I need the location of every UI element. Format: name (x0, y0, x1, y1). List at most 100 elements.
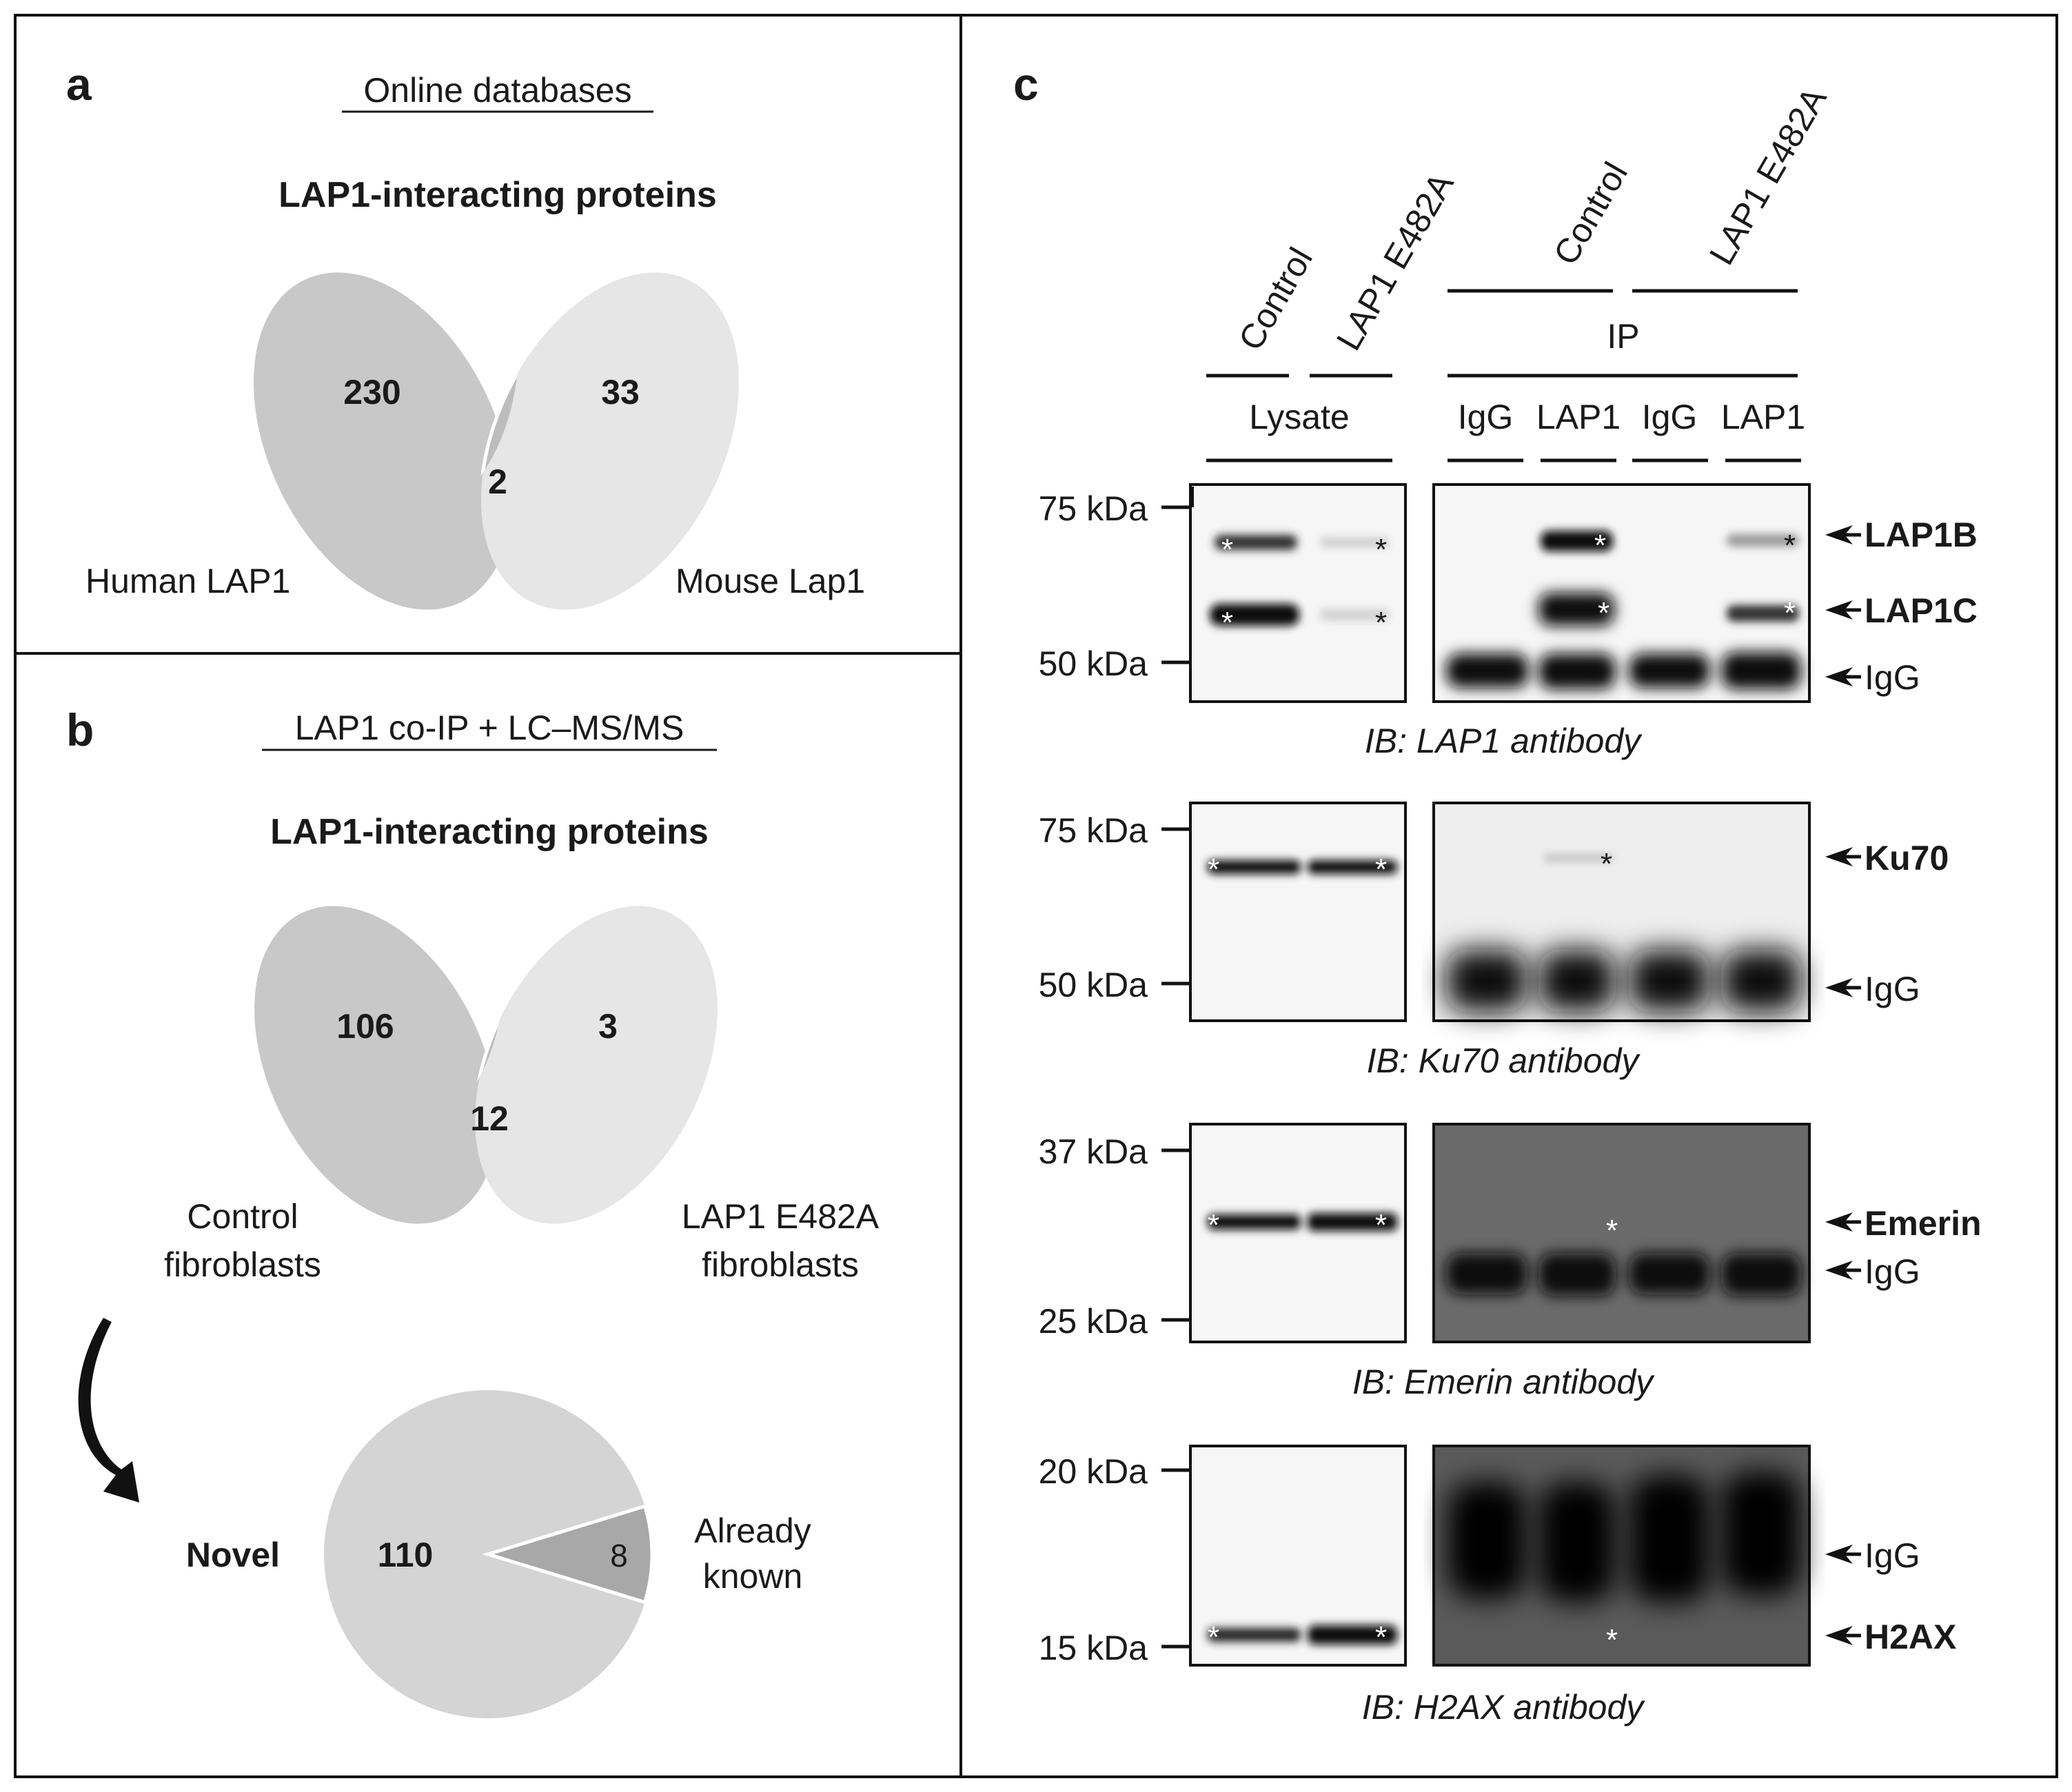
band (1538, 950, 1616, 1012)
group-label-mutant-lysate: LAP1 E482A (1329, 166, 1461, 357)
band-asterisk: * (1375, 853, 1387, 886)
band (1446, 1253, 1527, 1294)
pie-known-slice (482, 1504, 654, 1605)
panel-a-heading: Online databases (363, 71, 631, 110)
blot-caption: IB: H2AX antibody (1362, 1688, 1646, 1727)
venn-b-left-label-2: fibroblasts (164, 1245, 321, 1284)
blot-h2ax: 20 kDa 15 kDa * * * IgG H2AX IB: H2AX an… (1039, 1445, 1956, 1727)
venn-diagram-a: 230 33 2 (253, 270, 740, 610)
panel-c: c Control LAP1 E482A Control LAP1 E482A … (1013, 59, 1982, 1727)
band (1629, 653, 1710, 688)
group-label-control-lysate: Control (1231, 241, 1320, 357)
band (1320, 538, 1389, 547)
band (1727, 534, 1799, 547)
band-asterisk: * (1606, 1214, 1618, 1248)
marker-75-kda: 75 kDa (1039, 811, 1148, 850)
panel-b-title: LAP1-interacting proteins (270, 812, 709, 852)
marker-50-kda: 50 kDa (1039, 644, 1148, 683)
band (1727, 605, 1799, 622)
band-asterisk: * (1375, 1208, 1387, 1242)
band (1629, 950, 1710, 1012)
band (1541, 531, 1613, 551)
band-label-ku70: Ku70 (1865, 839, 1949, 877)
panel-a: a Online databases LAP1-interacting prot… (66, 59, 865, 610)
band-asterisk: * (1784, 529, 1796, 562)
ip-blot-frame (1432, 1123, 1811, 1343)
band (1320, 609, 1389, 620)
lysate-blot-frame (1189, 483, 1407, 703)
pie-novel-value: 110 (378, 1536, 434, 1574)
panel-c-letter: c (1013, 59, 1039, 110)
marker-37-kda: 37 kDa (1039, 1132, 1148, 1171)
band (1308, 1625, 1397, 1645)
venn-a-right-count: 33 (601, 373, 640, 411)
blot-lap1: 75 kDa 50 kDa * * * * (1039, 483, 1978, 760)
blot-caption: IB: Emerin antibody (1352, 1363, 1655, 1401)
blot-emerin: 37 kDa 25 kDa * * * Emerin IgG IB: Emeri… (1039, 1123, 1982, 1401)
band (1629, 1475, 1710, 1602)
venn-b-right-label-1: LAP1 E482A (682, 1197, 880, 1236)
venn-b-left-label-1: Control (187, 1197, 298, 1236)
lane-label-lap1-1: LAP1 (1536, 398, 1621, 436)
band (1544, 855, 1613, 862)
panel-a-title: LAP1-interacting proteins (278, 175, 717, 215)
band-asterisk: * (1221, 533, 1233, 567)
panel-b-heading: LAP1 co-IP + LC–MS/MS (295, 709, 684, 747)
band (1446, 950, 1527, 1012)
lane-label-igg-2: IgG (1642, 398, 1698, 436)
figure-border (14, 14, 2058, 1778)
group-label-mutant-ip: LAP1 E482A (1702, 81, 1834, 272)
band-asterisk: * (1221, 606, 1233, 640)
band-label-igg: IgG (1865, 1252, 1920, 1291)
band (1721, 950, 1801, 1012)
lysate-label: Lysate (1249, 398, 1349, 436)
panel-b: b LAP1 co-IP + LC–MS/MS LAP1-interacting… (66, 704, 880, 1718)
band-label-h2ax: H2AX (1865, 1618, 1956, 1656)
band-asterisk: * (1598, 596, 1609, 630)
pie-known-label-1: Already (694, 1511, 811, 1550)
venn-a-left-count: 230 (343, 373, 400, 411)
venn-b-overlap-count: 12 (470, 1099, 509, 1138)
curved-arrow-icon (78, 1318, 139, 1503)
band-asterisk: * (1601, 847, 1612, 881)
band-asterisk: * (1375, 1620, 1387, 1654)
marker-20-kda: 20 kDa (1039, 1452, 1148, 1491)
lysate-blot-frame (1189, 802, 1407, 1022)
band (1448, 1482, 1527, 1599)
venn-b-left-set (254, 906, 497, 1224)
band-asterisk: * (1375, 606, 1387, 640)
band-label-emerin: Emerin (1865, 1204, 1982, 1243)
lane-label-igg-1: IgG (1458, 398, 1514, 436)
band (1210, 604, 1299, 626)
band-label-igg: IgG (1865, 970, 1920, 1008)
band-asterisk: * (1594, 529, 1606, 562)
band (1538, 1482, 1616, 1602)
venn-a-right-set (480, 272, 740, 610)
band (1208, 1214, 1301, 1230)
venn-diagram-b: 106 3 12 (254, 904, 718, 1224)
band-label-lap1b: LAP1B (1865, 516, 1978, 554)
band-asterisk: * (1208, 1208, 1219, 1242)
blot-caption: IB: Ku70 antibody (1367, 1041, 1641, 1080)
blot-caption: IB: LAP1 antibody (1365, 722, 1643, 760)
venn-a-overlap-outline (479, 270, 520, 521)
band (1721, 1472, 1801, 1596)
band (1538, 593, 1614, 626)
band (1538, 653, 1616, 689)
venn-b-right-set (475, 906, 718, 1224)
panel-b-letter: b (66, 704, 94, 755)
band (1215, 535, 1297, 550)
lysate-blot-frame (1189, 1123, 1407, 1343)
band-asterisk: * (1375, 533, 1387, 567)
band-label-igg: IgG (1865, 658, 1920, 697)
pie-known-label-2: known (703, 1557, 803, 1596)
band (1538, 1253, 1616, 1296)
lane-label-lap1-2: LAP1 (1721, 398, 1805, 436)
pie-chart: 110 8 (324, 1390, 654, 1718)
group-label-control-ip: Control (1546, 156, 1635, 272)
marker-50-kda: 50 kDa (1039, 966, 1148, 1004)
band-label-igg: IgG (1865, 1536, 1920, 1575)
venn-a-left-label: Human LAP1 (85, 562, 290, 600)
band (1308, 860, 1397, 874)
band (1446, 653, 1529, 688)
